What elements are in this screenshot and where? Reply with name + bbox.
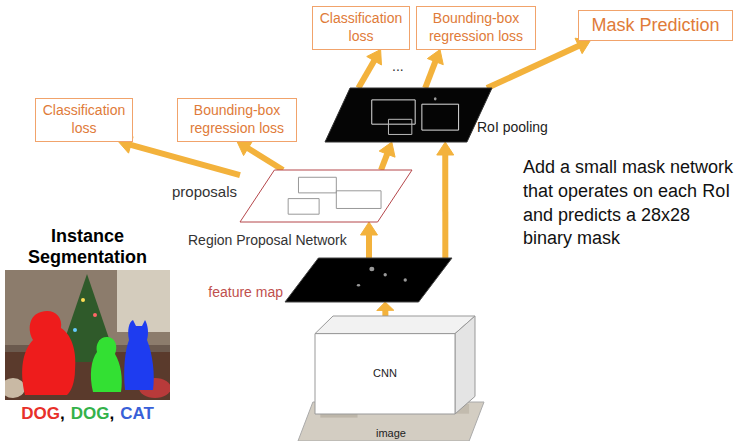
segmentation-photo: [5, 270, 170, 400]
plane-outline: [285, 258, 452, 302]
shape-outline: [240, 170, 412, 222]
shape-outline: [285, 258, 452, 302]
image-texture: [428, 404, 469, 414]
label-holder: CNN: [315, 334, 455, 414]
plane-outline: [298, 402, 484, 441]
plane-outline: [325, 88, 492, 142]
label-holder: Add a small mask network that operates o…: [523, 156, 735, 251]
flow-arrow: [118, 137, 240, 175]
flow-arrow: [437, 142, 454, 258]
label-holder: feature map: [203, 282, 283, 301]
plane-label: image: [376, 427, 406, 439]
activation-speck: [369, 267, 374, 271]
window-light: [117, 270, 170, 332]
roi-box: [422, 104, 459, 130]
plane-label: proposals: [172, 183, 237, 200]
proposal-box: [298, 177, 336, 193]
shape-outline: [315, 316, 475, 414]
annotation-text: Add a small mask network that operates o…: [523, 157, 733, 248]
roi-pooling-plane: RoI pooling: [325, 88, 492, 142]
shape-outline: [325, 88, 492, 142]
output-box: Mask Prediction: [578, 10, 733, 41]
box-text: Bounding-box regression loss: [421, 10, 531, 45]
roi-box: [388, 119, 411, 134]
activation-speck: [434, 97, 437, 100]
activation-speck: [384, 273, 387, 277]
activation-speck: [404, 278, 407, 282]
class-label: CAT: [120, 404, 154, 423]
dog-mask-green: [91, 337, 122, 392]
flow-arrow: [361, 222, 378, 258]
arrow-shaft: [130, 145, 240, 175]
plane-outline: [240, 170, 412, 222]
arrow-head: [437, 142, 454, 155]
box-text: Classification loss: [40, 102, 128, 137]
tree-light: [73, 328, 77, 332]
label-holder: image: [298, 422, 484, 441]
class-row: DOG,DOG,CAT: [5, 404, 170, 424]
roi-box: [372, 100, 415, 124]
box-text: Mask Prediction: [591, 14, 719, 37]
class-label: DOG: [71, 404, 110, 423]
proposal-box: [288, 199, 319, 215]
plane-label: feature map: [208, 284, 283, 300]
flow-arrow: [425, 50, 443, 89]
arrow-head: [237, 141, 253, 155]
arrow-shaft: [442, 154, 448, 258]
image-texture: [320, 406, 357, 418]
arrow-shaft: [425, 61, 435, 88]
arrow-head: [427, 50, 443, 65]
arrow-head: [361, 222, 378, 235]
flow-arrow: [377, 302, 394, 316]
tree-light: [93, 313, 97, 317]
class-label: DOG: [21, 404, 60, 423]
label-holder: RoI pooling: [477, 117, 548, 136]
cube-top-face: [315, 316, 475, 334]
feature-map-plane: feature map: [285, 258, 452, 302]
ellipsis-label: ...: [392, 58, 404, 74]
arrow-head: [377, 302, 394, 311]
plane-label: RoI pooling: [477, 119, 548, 135]
flow-arrow: [358, 50, 381, 89]
arrow-shaft: [366, 234, 372, 258]
flow-arrow: [379, 142, 395, 170]
plane-label: Region Proposal Network: [188, 232, 347, 248]
photo-background: [5, 270, 170, 400]
arrow-shaft: [487, 46, 580, 88]
proposal-plane: proposalsRegion Proposal Network: [240, 170, 412, 222]
box-text: Bounding-box regression loss: [182, 102, 292, 137]
section-heading: Instance Segmentation: [28, 226, 147, 267]
cat-mask-blue: [124, 320, 154, 390]
block-label: CNN: [373, 367, 397, 380]
proposal-box: [336, 191, 381, 209]
arrow-head: [367, 50, 382, 66]
cube-side-face: [455, 316, 475, 414]
label-holder: ...: [392, 56, 404, 75]
label-holder: Region Proposal Network: [188, 230, 347, 249]
dog-mask-red: [22, 311, 75, 395]
box-text: Classification loss: [317, 10, 405, 45]
arrow-shaft: [358, 60, 374, 88]
cushion: [5, 378, 25, 398]
loss-box: Bounding-box regression loss: [416, 6, 536, 50]
activation-speck: [357, 284, 360, 287]
arrow-head: [575, 38, 590, 53]
loss-box: Classification loss: [35, 98, 133, 142]
separator: ,: [60, 404, 65, 423]
cnn-block: CNN: [315, 316, 475, 414]
separator: ,: [109, 404, 114, 423]
cube-front-face: [315, 334, 455, 414]
loss-box: Classification loss: [312, 6, 410, 50]
label-holder: proposals: [172, 182, 237, 201]
tree-light: [81, 298, 85, 302]
arrow-shaft: [381, 153, 387, 170]
arrow-shaft: [247, 148, 283, 170]
loss-box: Bounding-box regression loss: [177, 98, 297, 142]
arrow-head: [379, 142, 395, 157]
flow-arrow: [237, 141, 283, 170]
label-holder: Instance Segmentation: [5, 226, 170, 267]
